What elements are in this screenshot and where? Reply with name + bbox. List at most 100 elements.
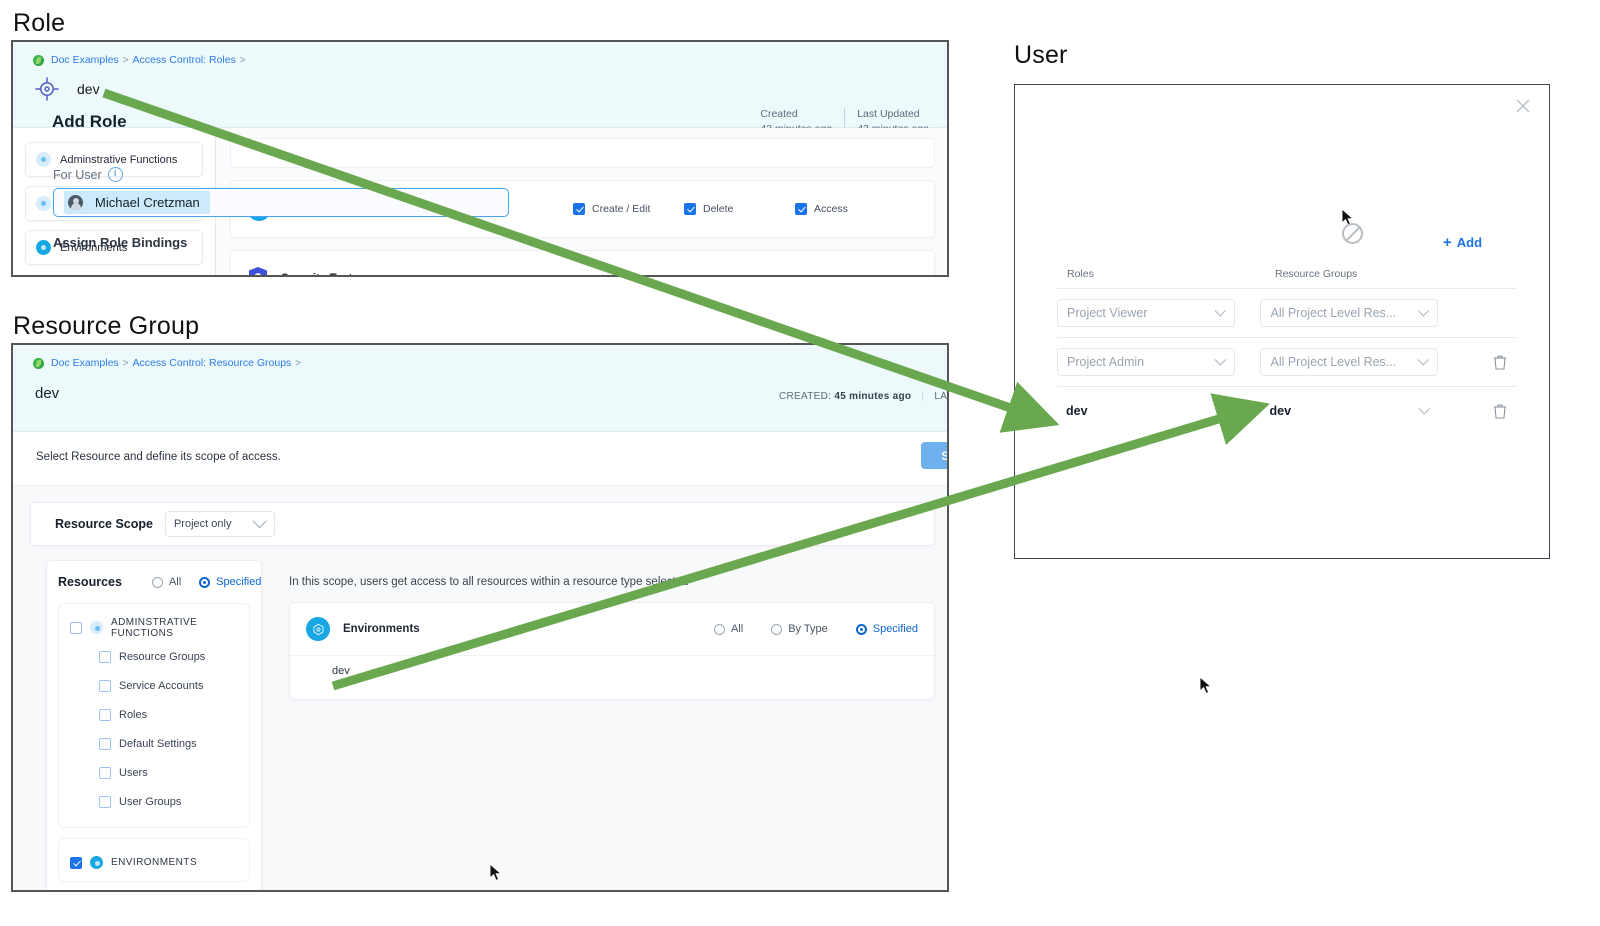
user-chip-name: Michael Cretzman — [95, 195, 200, 210]
binding-role-cell: Project Viewer — [1057, 299, 1260, 327]
role-select[interactable]: Project Viewer — [1057, 299, 1235, 327]
resource-group-header-row[interactable]: ENVIRONMENTS — [59, 848, 249, 877]
resource-scope-card: Resource Scope Project only — [30, 502, 935, 546]
delete-icon[interactable] — [1493, 403, 1507, 419]
role-select[interactable]: dev — [1057, 397, 1235, 425]
security-shield-icon — [249, 267, 267, 275]
resource-item-service-accounts[interactable]: Service Accounts — [59, 671, 249, 700]
project-leaf-icon — [33, 357, 44, 369]
role-name: dev — [77, 81, 100, 97]
chevron-down-icon — [1214, 305, 1226, 317]
checkbox-unchecked-icon[interactable] — [99, 795, 111, 808]
resource-item-label: Default Settings — [119, 737, 197, 750]
radio-unselected-icon[interactable] — [151, 576, 163, 588]
checkbox-checked-icon[interactable] — [795, 203, 807, 215]
env-mode-specified[interactable]: Specified — [855, 623, 918, 635]
resource-group-meta: CREATED: 45 minutes ago | LAST UPD — [779, 391, 947, 402]
resource-item-user-groups[interactable]: User Groups — [59, 787, 249, 816]
resource-group-select[interactable]: dev — [1260, 397, 1438, 425]
resource-group-select-value: All Project Level Res... — [1270, 306, 1397, 320]
role-bindings-table: Roles Resource Groups Project Viewer All… — [1057, 268, 1517, 435]
permission-row-security-tests: Security Tests — [230, 250, 935, 275]
mouse-cursor — [1199, 676, 1212, 694]
resource-item-label: Service Accounts — [119, 679, 204, 692]
resource-group-name: dev — [35, 385, 60, 402]
resource-group-header-row[interactable]: ADMINSTRATIVE FUNCTIONS — [59, 613, 249, 642]
user-chip[interactable]: Michael Cretzman — [64, 191, 210, 214]
resource-group-subheader: Select Resource and define its scope of … — [13, 432, 947, 486]
for-user-input[interactable]: Michael Cretzman — [53, 188, 509, 217]
environments-selected-list: dev — [290, 655, 934, 677]
role-select[interactable]: Project Admin — [1057, 348, 1235, 376]
env-mode-by-type[interactable]: By Type — [771, 623, 828, 635]
binding-resource-group-cell: dev — [1260, 397, 1456, 425]
permission-checkbox-group: View Create / Edit Delete Access — [462, 203, 918, 215]
resource-item-label: Users — [119, 766, 148, 779]
resource-item-default-settings[interactable]: Default Settings — [59, 729, 249, 758]
checkbox-unchecked-icon[interactable] — [99, 650, 111, 663]
resource-group-select[interactable]: All Project Level Res... — [1260, 348, 1439, 376]
checkbox-checked-icon[interactable] — [573, 203, 585, 215]
chevron-down-icon — [252, 514, 267, 529]
no-drop-icon — [1342, 223, 1363, 244]
radio-unselected-icon[interactable] — [771, 623, 783, 635]
close-icon[interactable] — [1514, 97, 1532, 115]
chevron-down-icon — [1418, 305, 1430, 317]
sidebar-item-label: Adminstrative Functions — [60, 153, 178, 166]
resource-group-label: ENVIRONMENTS — [111, 857, 197, 868]
resource-group-detail-panel: Doc Examples > Access Control: Resource … — [11, 343, 949, 892]
radio-selected-icon[interactable] — [855, 623, 867, 635]
resource-scope-select[interactable]: Project only — [164, 511, 275, 537]
breadcrumb[interactable]: Doc Examples > Access Control: Roles > — [33, 54, 246, 66]
role-bindings-header: Roles Resource Groups — [1057, 268, 1517, 288]
column-header-roles: Roles — [1067, 268, 1094, 280]
environments-scope-label: Environments — [343, 623, 420, 635]
resource-group-environments: ENVIRONMENTS — [58, 838, 250, 882]
resource-item-label: User Groups — [119, 795, 182, 808]
environments-icon — [306, 617, 330, 641]
checkbox-unchecked-icon[interactable] — [70, 621, 82, 634]
checkbox-unchecked-icon[interactable] — [99, 766, 111, 779]
checkbox-unchecked-icon[interactable] — [99, 737, 111, 750]
permission-access[interactable]: Access — [795, 203, 906, 215]
resource-item-resource-groups[interactable]: Resource Groups — [59, 642, 249, 671]
checkbox-unchecked-icon[interactable] — [99, 679, 111, 692]
info-icon[interactable]: i — [107, 167, 123, 182]
resource-group-body: Resource Scope Project only Resources Al… — [13, 486, 947, 890]
pale-dot-icon — [90, 621, 103, 634]
environments-scope-modes: All By Type Specified — [713, 623, 918, 635]
chevron-down-icon — [1214, 354, 1226, 366]
radio-selected-icon[interactable] — [199, 576, 211, 588]
resource-item-users[interactable]: Users — [59, 758, 249, 787]
dialog-title: Add Role — [52, 112, 127, 131]
permission-create-edit[interactable]: Create / Edit — [573, 203, 684, 215]
resources-mode-specified[interactable]: Specified — [199, 576, 261, 588]
breadcrumb-item-access-control-resource-groups[interactable]: Access Control: Resource Groups — [132, 357, 292, 369]
breadcrumb-item-doc-examples[interactable]: Doc Examples — [51, 54, 119, 66]
add-binding-button[interactable]: + Add — [1443, 235, 1482, 251]
radio-unselected-icon[interactable] — [713, 623, 725, 635]
resources-mode-all[interactable]: All — [151, 576, 181, 588]
role-meta-created-label: Created — [760, 108, 798, 120]
resource-item-roles[interactable]: Roles — [59, 700, 249, 729]
save-button[interactable]: Sav — [921, 442, 947, 469]
project-leaf-icon — [33, 54, 44, 66]
breadcrumb-separator-trailing: > — [295, 357, 302, 369]
resources-selector-panel: Resources All Specified ADMINSTRATIVE — [46, 560, 262, 890]
resource-scope-label: Resource Scope — [55, 517, 153, 531]
env-mode-all[interactable]: All — [713, 623, 743, 635]
checkbox-checked-icon[interactable] — [684, 203, 696, 215]
resource-group-select[interactable]: All Project Level Res... — [1260, 299, 1439, 327]
delete-icon[interactable] — [1493, 354, 1507, 370]
meta-divider: | — [921, 391, 925, 402]
chevron-down-icon — [1419, 403, 1431, 415]
breadcrumb-item-doc-examples[interactable]: Doc Examples — [51, 357, 119, 369]
permission-delete[interactable]: Delete — [684, 203, 795, 215]
breadcrumb-separator-trailing: > — [239, 54, 246, 66]
pale-dot-icon — [36, 196, 51, 211]
breadcrumb-item-access-control-roles[interactable]: Access Control: Roles — [132, 54, 236, 66]
breadcrumb[interactable]: Doc Examples > Access Control: Resource … — [33, 357, 301, 369]
for-user-label-row: For User i — [53, 167, 123, 182]
checkbox-checked-icon[interactable] — [70, 856, 82, 869]
checkbox-unchecked-icon[interactable] — [99, 708, 111, 721]
